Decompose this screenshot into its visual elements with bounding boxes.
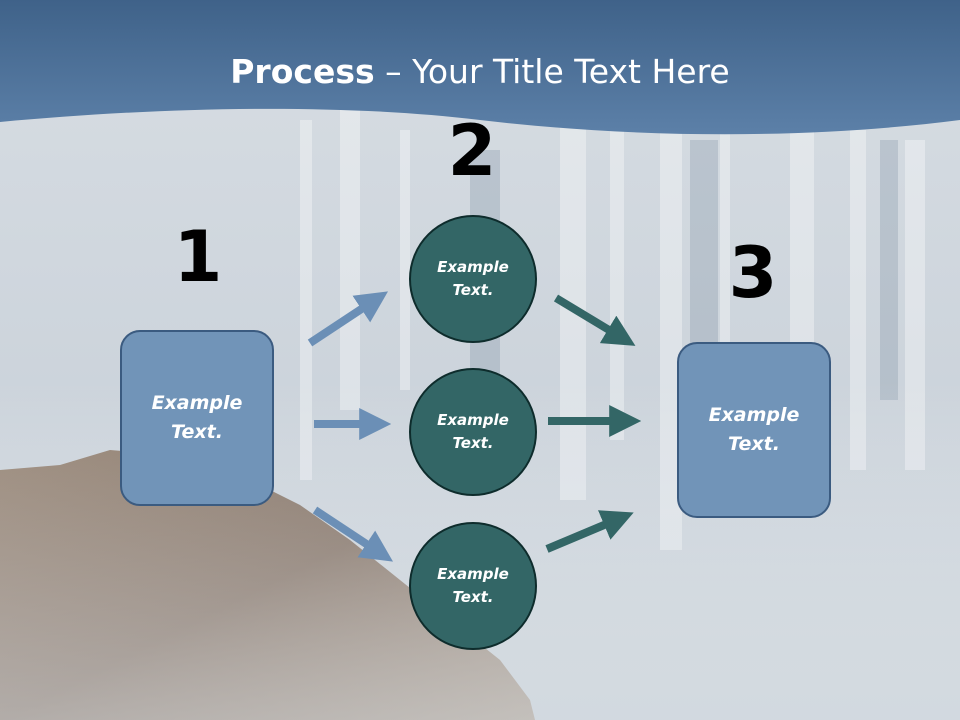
left-box: Example Text. <box>120 330 274 506</box>
step-number-2: 2 <box>447 110 497 192</box>
circle-top-text: Example Text. <box>437 258 509 299</box>
arrow-top-to-right <box>553 294 636 346</box>
circle-bottom-text: Example Text. <box>437 565 509 606</box>
arrow-left-to-bottom <box>312 506 394 562</box>
slide-title: Process – Your Title Text Here <box>0 52 960 91</box>
right-box-text: Example Text. <box>708 404 800 455</box>
circle-bottom: Example Text. <box>409 522 537 650</box>
arrow-bottom-to-right <box>545 510 634 553</box>
right-box: Example Text. <box>677 342 831 518</box>
step-number-1: 1 <box>173 216 223 298</box>
header-band <box>0 0 960 135</box>
title-rest: – Your Title Text Here <box>374 52 730 91</box>
step-number-3: 3 <box>728 232 778 314</box>
title-bold: Process <box>230 52 375 91</box>
left-box-text: Example Text. <box>151 392 243 443</box>
circle-top: Example Text. <box>409 215 537 343</box>
circle-middle-text: Example Text. <box>437 411 509 452</box>
circle-middle: Example Text. <box>409 368 537 496</box>
arrow-left-to-top <box>307 291 389 347</box>
